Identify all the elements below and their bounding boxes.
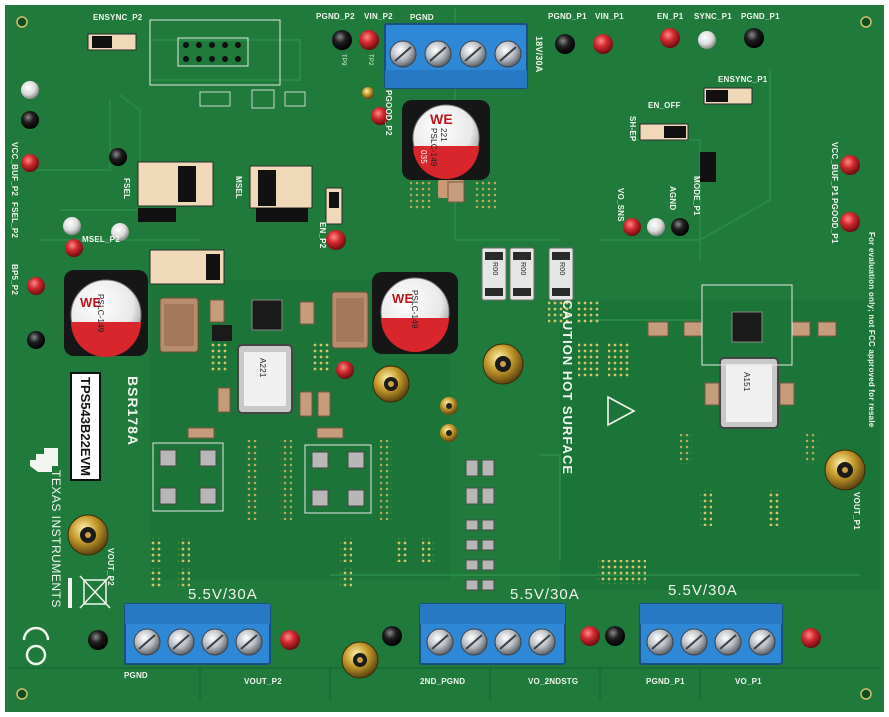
vout-p2-bottom-label: VOUT_P2 <box>244 677 282 686</box>
ce-mark-icon <box>25 644 47 666</box>
assembly-label: BSR178A <box>125 376 141 447</box>
msel-label: MSEL <box>234 176 243 200</box>
bulk-capacitor-center <box>372 272 458 354</box>
inductor-p1 <box>719 357 779 429</box>
pad-arrays <box>159 449 495 591</box>
hot-surface-warning-text: CAUTION HOT SURFACE <box>560 300 575 475</box>
controller-ic-p2 <box>212 299 283 341</box>
vo-sns-label: VO_SNS <box>616 188 625 222</box>
fsel-label: FSEL <box>122 178 131 200</box>
ensync-p2-label: ENSYNC_P2 <box>93 13 143 22</box>
pgnd-top-label: PGND <box>410 13 434 22</box>
resistor-1-value: R00 <box>491 262 498 276</box>
inductor-p2 <box>237 344 293 414</box>
msel-p2-label: MSEL_P2 <box>82 235 120 244</box>
inductor-p2-value: A221 <box>258 358 267 378</box>
vout-rating-p1: 5.5V/30A <box>668 582 738 599</box>
controller-ic-p1 <box>701 284 793 366</box>
vin-p2-label: VIN_P2 <box>364 12 393 21</box>
hot-surface-warning-icon <box>607 395 636 427</box>
vout-rating-2ndstg: 5.5V/30A <box>510 586 580 603</box>
cap-center-brand: WE <box>392 291 414 306</box>
inductor-p1-value: A151 <box>742 372 751 392</box>
scope-jacks[interactable] <box>67 343 866 679</box>
pgnd-bottom-label: PGND <box>124 671 148 680</box>
cap-top-series: PSLC-149 <box>429 128 438 167</box>
cap-top-voltage: 035 <box>419 150 428 164</box>
resistor-3-value: R00 <box>558 262 565 276</box>
vin-p1-label: VIN_P1 <box>595 12 624 21</box>
vo-2ndstg-label: VO_2NDSTG <box>528 677 579 686</box>
manufacturer-label: TEXAS INSTRUMENTS <box>49 470 63 608</box>
pgnd-p1-label: PGND_P1 <box>548 12 587 21</box>
en-p2-label: EN_P2 <box>318 222 327 249</box>
shunt-resistors <box>481 247 574 301</box>
vout-p2-terminal-block[interactable] <box>124 603 271 665</box>
pgood-p1-label: PGOOD_P1 <box>830 198 839 244</box>
pgnd-2nd-label: 2ND_PGND <box>420 677 466 686</box>
pgnd-p1-bottom-label: PGND_P1 <box>646 677 685 686</box>
ensync-p1-label: ENSYNC_P1 <box>718 75 768 84</box>
resistor-2-value: R00 <box>519 262 526 276</box>
en-off-label: EN_OFF <box>648 101 681 110</box>
bulk-capacitor-left <box>64 270 148 357</box>
input-terminal-block[interactable] <box>384 23 528 89</box>
pgnd-p2-label: PGND_P2 <box>316 12 355 21</box>
weee-bin-icon <box>79 575 111 609</box>
vout-p2-jack-label: VOUT_P2 <box>106 548 115 586</box>
cap-center-series: PSLC-149 <box>410 290 419 329</box>
tp9-label: TP9 <box>340 54 346 66</box>
ce-mark-icon <box>22 626 50 641</box>
fsel-p2-label: FSEL_P2 <box>10 202 19 239</box>
vcc-buf-p2-label: VCC_BUF_P2 <box>10 142 19 197</box>
cap-left-brand: WE <box>80 295 102 310</box>
vo-p1-bottom-label: VO_P1 <box>735 677 762 686</box>
vout-p1-jack-label: VOUT_P1 <box>852 492 861 530</box>
cap-top-value: 221 <box>439 128 448 142</box>
vout-rating-p2: 5.5V/30A <box>188 586 258 603</box>
sync-p1-label: SYNC_P1 <box>694 12 732 21</box>
smd-capacitors <box>187 181 837 439</box>
cap-left-series: PSLC-149 <box>96 294 105 333</box>
part-number-label: TPS543B22EVM <box>70 372 101 481</box>
sh-ep-label: SH-EP <box>628 116 637 142</box>
vo-p1-terminal-block[interactable] <box>639 603 783 665</box>
pgnd-p1-right-label: PGND_P1 <box>741 12 780 21</box>
pgood-p2-label: PGOOD_P2 <box>384 90 393 136</box>
en-p1-label: EN_P1 <box>657 12 684 21</box>
jumper-headers[interactable] <box>87 19 753 285</box>
agnd-label: AGND <box>668 186 677 211</box>
mode-p1-label: MODE_P1 <box>692 176 701 216</box>
bulk-capacitor-top <box>402 100 490 198</box>
tp2-label: TP2 <box>367 54 373 66</box>
test-points[interactable] <box>21 28 860 650</box>
eval-note: For evaluation only; not FCC approved fo… <box>867 232 876 428</box>
ti-logo-icon <box>30 448 58 472</box>
ce-mark-label: CE <box>30 611 32 612</box>
vcc-buf-p1-label: VCC_BUF_P1 <box>830 142 839 197</box>
via-arrays <box>150 180 818 588</box>
cap-top-brand: WE <box>430 111 453 127</box>
vin-range-label: 18V/30A <box>534 36 544 73</box>
bp5-p2-label: BP5_P2 <box>10 264 19 295</box>
vo-2ndstg-terminal-block[interactable] <box>419 603 566 665</box>
